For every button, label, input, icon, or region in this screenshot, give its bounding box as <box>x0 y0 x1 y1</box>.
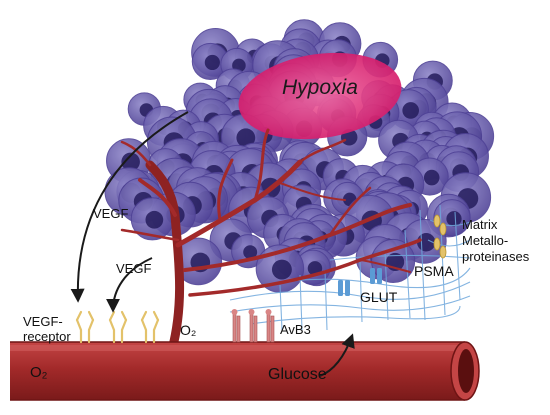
psma-label: PSMA <box>414 263 454 279</box>
vegf-receptor-icon <box>75 310 95 344</box>
vegf-label-lower: VEGF <box>116 261 152 276</box>
tumor-cell <box>191 42 229 81</box>
avb3-receptor-icon <box>265 309 275 343</box>
avb3-label: AvB3 <box>280 322 311 337</box>
glut-transporter-icon <box>338 268 382 296</box>
vegf-arrows <box>70 111 355 377</box>
matrix-metalloproteinases-label: Matrix Metallo- proteinases <box>462 217 530 264</box>
o2-capillary-label: O₂ <box>180 322 197 338</box>
vegf-label-upper: VEGF <box>93 206 129 221</box>
glucose-label: Glucose <box>268 366 327 383</box>
vegf-receptor-icon <box>108 310 128 344</box>
tumor-cell <box>174 237 223 286</box>
glucose-arrow <box>319 333 355 377</box>
tumor-cell <box>130 197 174 241</box>
avb3-receptor-icon <box>231 309 241 343</box>
mmp-enzyme-icon <box>433 214 447 259</box>
vegf-receptor-group <box>75 310 160 344</box>
avb3-receptor-icon <box>248 309 258 343</box>
o2-vessel-label: O₂ <box>30 364 48 381</box>
vegf-long-arrow <box>70 111 189 303</box>
hypoxia-zone <box>238 52 402 140</box>
vegf-receptor-icon <box>140 310 160 344</box>
blood-vessel <box>10 341 480 401</box>
hypoxia-label: Hypoxia <box>282 76 358 99</box>
vegf-short-arrow <box>106 257 153 313</box>
avb3-receptor-group <box>231 309 275 343</box>
glut-label: GLUT <box>360 289 398 305</box>
vegf-receptor-label: VEGF- receptor <box>23 314 71 344</box>
